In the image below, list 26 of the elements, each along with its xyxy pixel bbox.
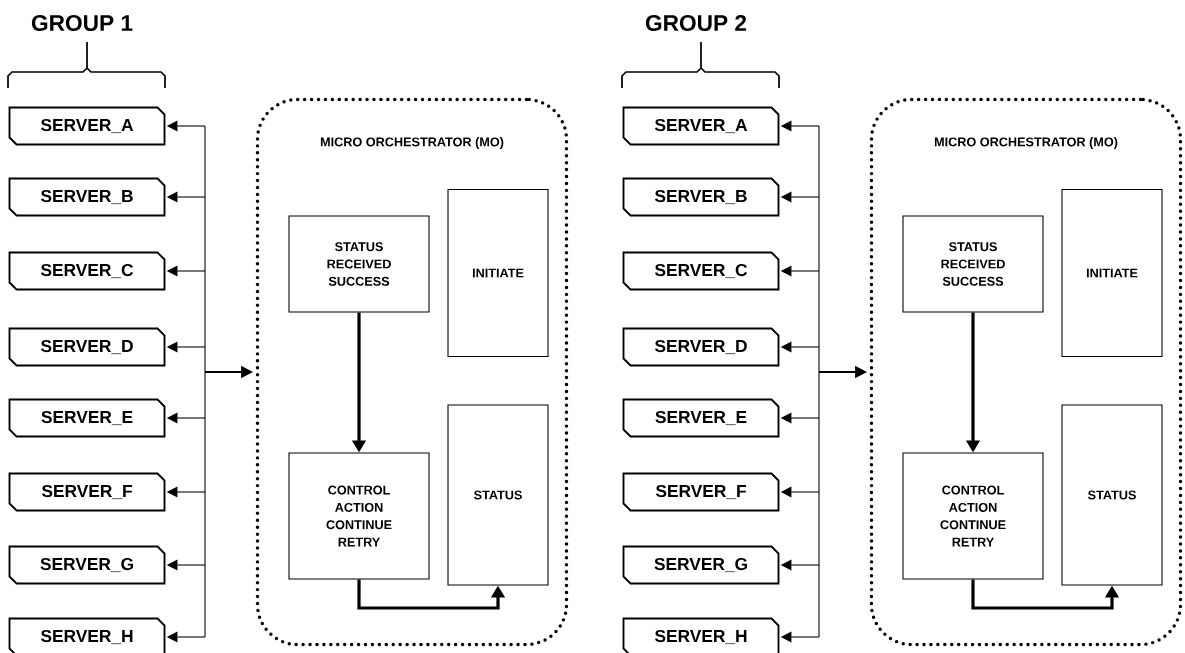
server-box: SERVER_G (8, 545, 166, 585)
server-box: SERVER_A (622, 106, 780, 146)
process-box: STATUS (447, 404, 549, 586)
server-box: SERVER_F (622, 472, 780, 512)
process-box: STATUS RECEIVED SUCCESS (902, 215, 1044, 313)
process-box: STATUS RECEIVED SUCCESS (288, 215, 430, 313)
server-box: SERVER_H (8, 617, 166, 653)
server-box: SERVER_A (8, 106, 166, 146)
process-box: CONTROL ACTION CONTINUE RETRY (902, 452, 1044, 580)
server-box: SERVER_E (8, 398, 166, 438)
server-box: SERVER_H (622, 617, 780, 653)
group-title: GROUP 2 (645, 14, 747, 32)
group-title: GROUP 1 (31, 14, 133, 32)
server-box: SERVER_E (622, 398, 780, 438)
server-box: SERVER_D (8, 327, 166, 367)
process-box: STATUS (1061, 404, 1163, 586)
server-box: SERVER_B (622, 177, 780, 217)
server-box: SERVER_B (8, 177, 166, 217)
process-box: INITIATE (447, 188, 549, 358)
server-box: SERVER_D (622, 327, 780, 367)
server-box: SERVER_C (8, 251, 166, 291)
process-box: INITIATE (1061, 188, 1163, 358)
server-box: SERVER_G (622, 545, 780, 585)
process-box: CONTROL ACTION CONTINUE RETRY (288, 452, 430, 580)
server-box: SERVER_F (8, 472, 166, 512)
server-box: SERVER_C (622, 251, 780, 291)
